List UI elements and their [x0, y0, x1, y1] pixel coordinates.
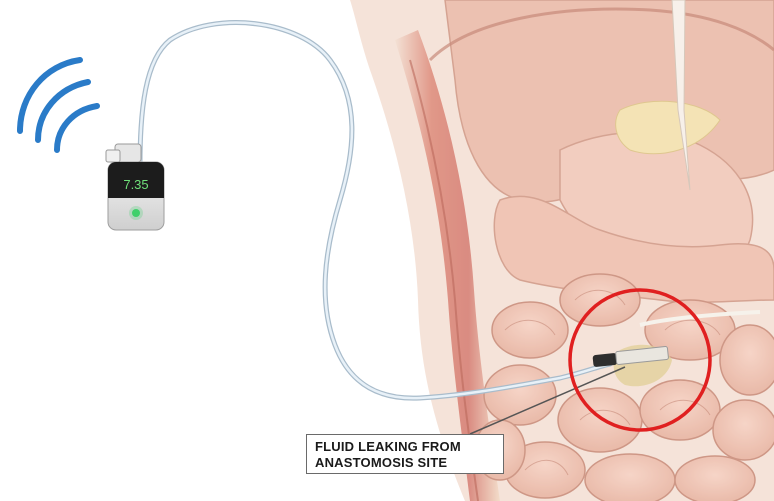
callout-line-2: ANASTOMOSIS SITE — [315, 455, 503, 471]
callout-line-1: FLUID LEAKING FROM — [315, 439, 503, 455]
callout-label: FLUID LEAKING FROM ANASTOMOSIS SITE — [306, 434, 504, 474]
device-reading: 7.35 — [123, 177, 148, 192]
